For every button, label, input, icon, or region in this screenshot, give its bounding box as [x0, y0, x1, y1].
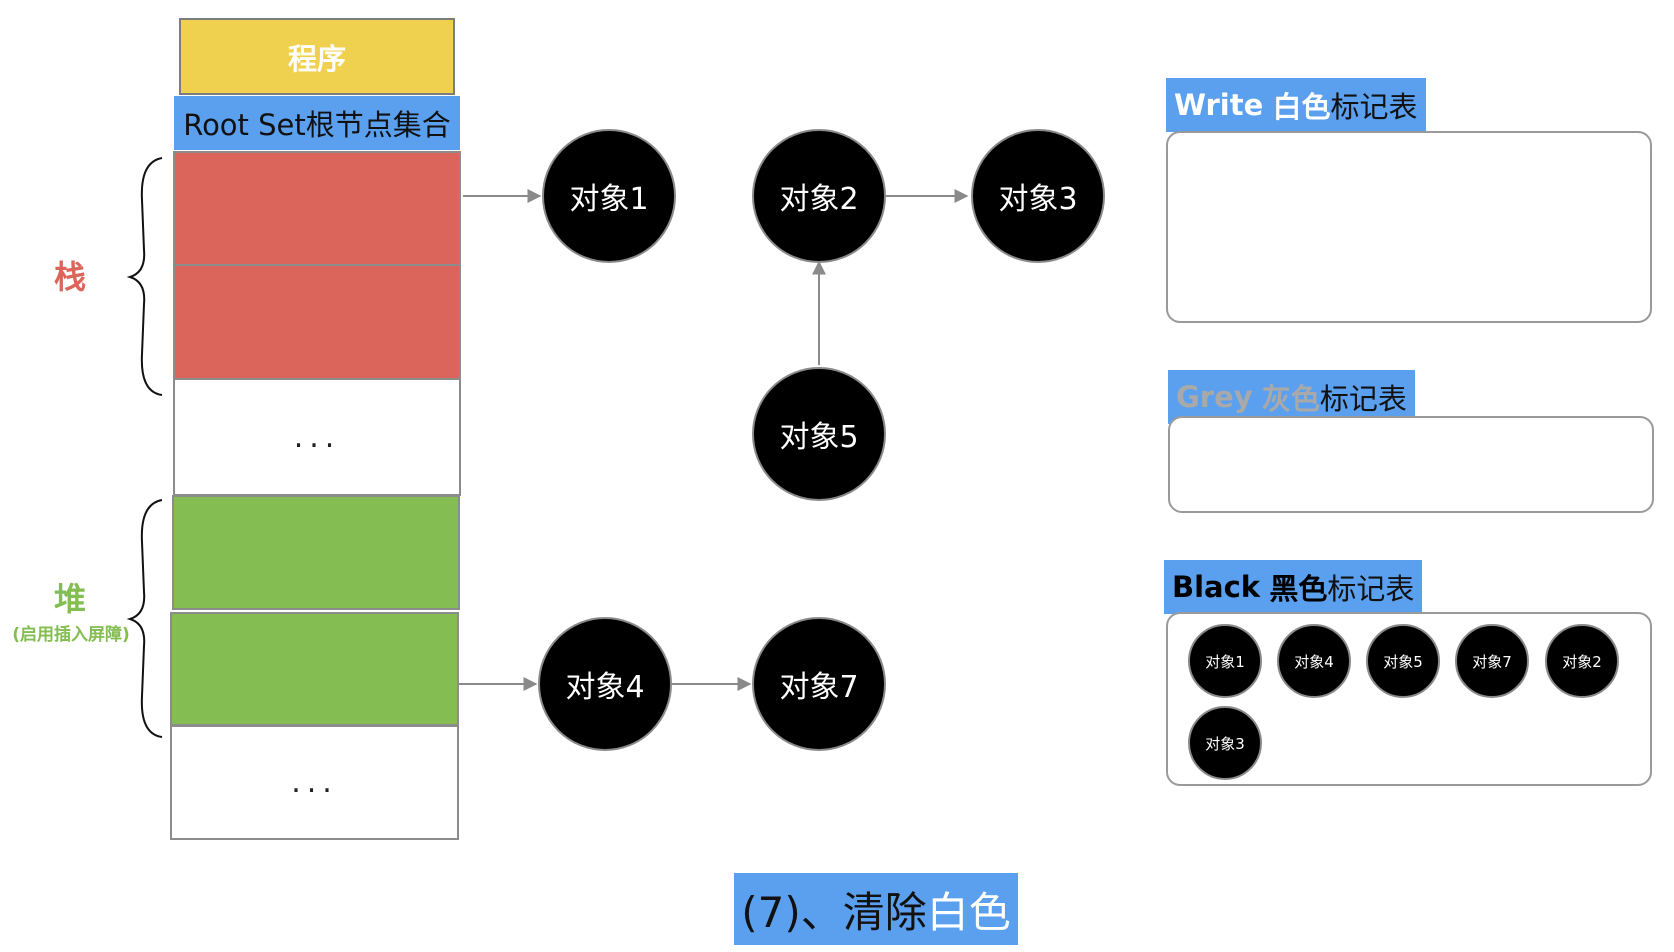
- black-item-obj7: 对象7: [1455, 624, 1529, 698]
- heap-sublabel: (启用插入屏障): [12, 625, 130, 645]
- node-obj2: 对象2: [752, 129, 886, 263]
- white-table-name-en: Write: [1174, 88, 1264, 122]
- stack-ellipsis: ...: [293, 419, 341, 455]
- stack-brace: [126, 157, 163, 396]
- white-table-title: Write 白色标记表: [1166, 78, 1426, 132]
- grey-table-name-cn: 灰色: [1261, 382, 1320, 416]
- black-table-name-cn: 黑色: [1269, 572, 1328, 606]
- caption-prefix: (7)、清除: [741, 887, 927, 937]
- heap-cell-1: [172, 495, 460, 610]
- black-item-obj4: 对象4: [1277, 624, 1351, 698]
- stack-cell-ellipsis: ...: [173, 378, 461, 496]
- heap-brace: [126, 499, 163, 738]
- node-obj3: 对象3: [971, 129, 1105, 263]
- grey-table-box: [1168, 416, 1654, 513]
- black-table-suffix: 标记表: [1327, 572, 1415, 606]
- black-item-obj3: 对象3: [1188, 706, 1262, 780]
- heap-label: 堆: [53, 580, 86, 618]
- node-obj7: 对象7: [752, 617, 886, 751]
- black-item-obj2: 对象2: [1545, 624, 1619, 698]
- caption-highlight: 白色: [926, 887, 1011, 937]
- white-table-suffix: 标记表: [1330, 90, 1418, 124]
- grey-table-suffix: 标记表: [1319, 382, 1407, 416]
- root-set-header: Root Set根节点集合: [174, 96, 460, 150]
- grey-table-title: Grey 灰色标记表: [1168, 370, 1415, 424]
- node-obj1: 对象1: [542, 129, 676, 263]
- black-item-obj5: 对象5: [1366, 624, 1440, 698]
- stack-cell-1: [173, 151, 461, 266]
- grey-table-name-en: Grey: [1176, 380, 1253, 414]
- stack-label: 栈: [53, 258, 86, 296]
- black-item-obj1: 对象1: [1188, 624, 1262, 698]
- black-table-title: Black 黑色标记表: [1164, 560, 1423, 614]
- program-block: 程序: [179, 18, 455, 95]
- heap-cell-ellipsis: ...: [170, 725, 459, 840]
- node-obj5: 对象5: [752, 367, 886, 501]
- black-table-name-en: Black: [1172, 570, 1261, 604]
- white-table-box: [1166, 131, 1652, 323]
- node-obj4: 对象4: [538, 617, 672, 751]
- heap-ellipsis: ...: [291, 765, 338, 800]
- step-caption: (7)、清除白色: [734, 873, 1018, 945]
- heap-cell-2: [170, 612, 459, 726]
- white-table-name-cn: 白色: [1272, 90, 1331, 124]
